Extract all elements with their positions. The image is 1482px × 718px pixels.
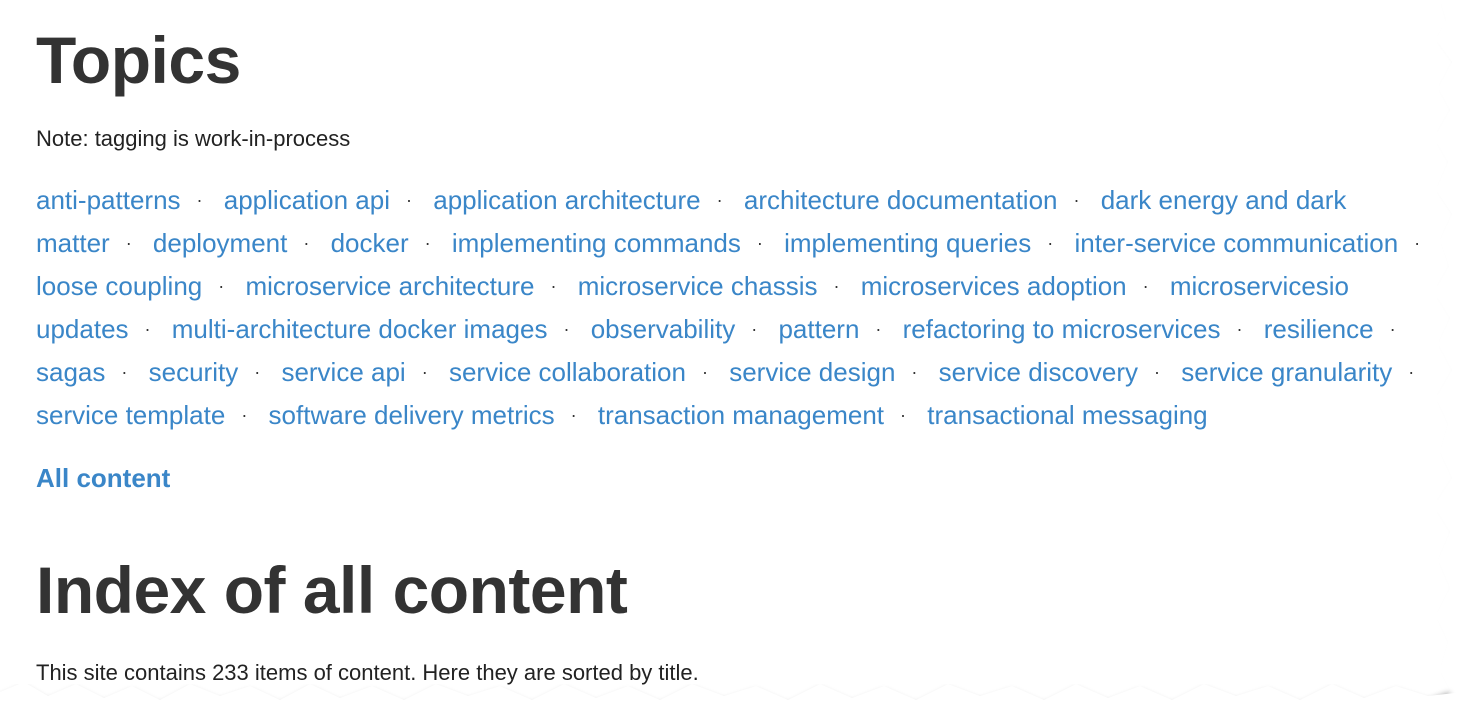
topic-link[interactable]: microservicesio updates	[36, 271, 1350, 344]
topic-link[interactable]: refactoring to microservices	[902, 314, 1221, 344]
topic-link[interactable]: service design	[729, 357, 896, 387]
topic-link[interactable]: inter-service communication	[1074, 228, 1399, 258]
topic-separator: ·	[218, 276, 225, 296]
topic-link[interactable]: implementing queries	[784, 228, 1032, 258]
tagging-note: Note: tagging is work-in-process	[36, 126, 351, 151]
topic-link[interactable]: service discovery	[938, 357, 1139, 387]
topic-link[interactable]: application api	[223, 185, 390, 215]
topic-link[interactable]: observability	[590, 314, 736, 344]
topic-separator: ·	[570, 405, 577, 425]
topic-link[interactable]: service granularity	[1181, 357, 1393, 387]
topic-separator: ·	[756, 233, 763, 253]
topic-link[interactable]: multi-architecture docker images	[171, 314, 548, 344]
topic-link[interactable]: deployment	[152, 228, 288, 258]
topic-link[interactable]: application architecture	[433, 185, 701, 215]
topic-link[interactable]: anti-patterns	[36, 185, 181, 215]
topic-separator: ·	[421, 362, 428, 382]
topic-separator: ·	[303, 233, 310, 253]
topics-title: Topics	[36, 23, 241, 97]
topic-separator: ·	[1142, 276, 1149, 296]
topic-separator: ·	[875, 319, 882, 339]
topic-link[interactable]: security	[148, 357, 239, 387]
topic-separator: ·	[1047, 233, 1054, 253]
topic-link[interactable]: dark energy and dark matter	[36, 185, 1347, 258]
topic-separator: ·	[144, 319, 151, 339]
topic-link[interactable]: microservice chassis	[577, 271, 818, 301]
topic-link[interactable]: software delivery metrics	[268, 400, 555, 430]
topic-separator: ·	[550, 276, 557, 296]
topic-separator: ·	[241, 405, 248, 425]
topic-separator: ·	[716, 190, 723, 210]
topic-link[interactable]: pattern	[778, 314, 860, 344]
topic-separator: ·	[701, 362, 708, 382]
main-content: Topics Note: tagging is work-in-process …	[36, 18, 1440, 686]
topic-link[interactable]: microservices adoption	[860, 271, 1127, 301]
topic-link[interactable]: service api	[281, 357, 406, 387]
topic-separator: ·	[1073, 190, 1080, 210]
topic-link[interactable]: loose coupling	[36, 271, 203, 301]
page: Topics Note: tagging is work-in-process …	[36, 18, 1440, 686]
topic-separator: ·	[1414, 233, 1421, 253]
topic-separator: ·	[563, 319, 570, 339]
topic-link[interactable]: microservice architecture	[245, 271, 535, 301]
topic-separator: ·	[751, 319, 758, 339]
topic-separator: ·	[833, 276, 840, 296]
topic-separator: ·	[900, 405, 907, 425]
content-summary: This site contains 233 items of content.…	[36, 660, 699, 685]
topic-separator: ·	[911, 362, 918, 382]
topic-link[interactable]: transaction management	[597, 400, 885, 430]
topic-separator: ·	[196, 190, 203, 210]
topic-link[interactable]: architecture documentation	[743, 185, 1058, 215]
topic-link[interactable]: transactional messaging	[927, 400, 1208, 430]
topic-separator: ·	[1154, 362, 1161, 382]
topic-separator: ·	[406, 190, 412, 210]
topic-separator: ·	[1408, 362, 1415, 382]
topic-link[interactable]: implementing commands	[451, 228, 741, 258]
all-content-link[interactable]: All content	[36, 463, 171, 493]
topic-link[interactable]: service collaboration	[448, 357, 686, 387]
topic-separator: ·	[125, 233, 132, 253]
topic-separator: ·	[1389, 319, 1396, 339]
topic-link[interactable]: docker	[330, 228, 409, 258]
topic-link[interactable]: sagas	[36, 357, 106, 387]
topic-link[interactable]: service template	[36, 400, 226, 430]
topic-link[interactable]: resilience	[1263, 314, 1374, 344]
topic-separator: ·	[1236, 319, 1243, 339]
index-title: Index of all content	[36, 553, 628, 627]
topic-separator: ·	[121, 362, 128, 382]
topic-list: anti-patterns · application api · applicat…	[36, 180, 1440, 438]
topic-separator: ·	[424, 233, 431, 253]
topic-separator: ·	[254, 362, 261, 382]
